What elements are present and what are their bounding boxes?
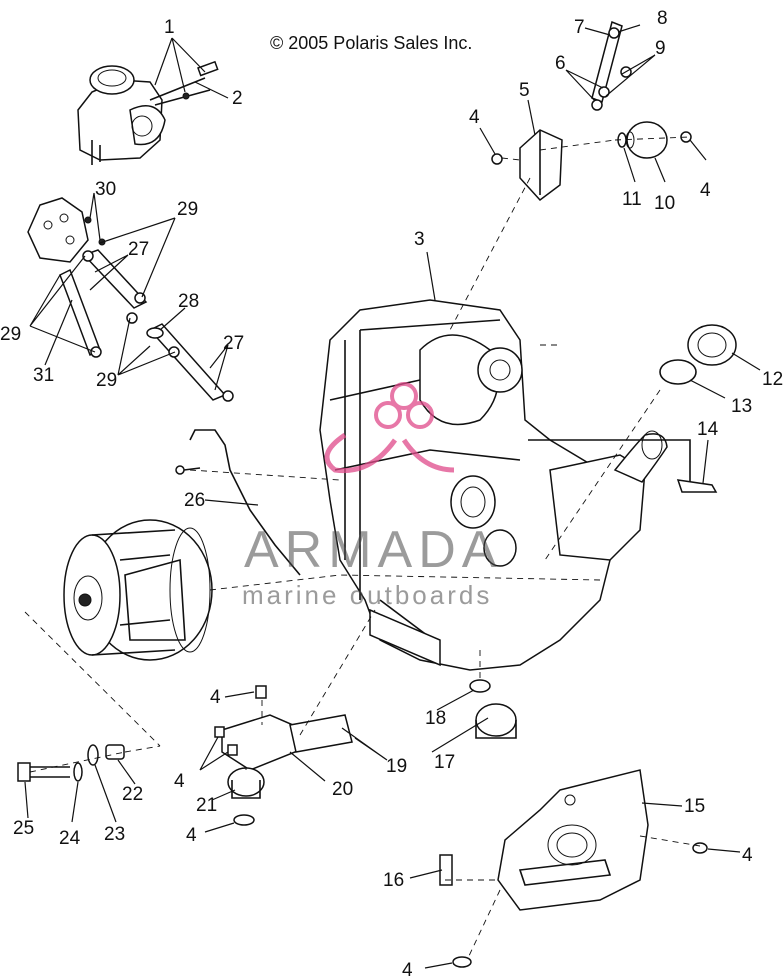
callout-5: 5 [519, 80, 530, 101]
callout-20: 20 [332, 779, 353, 800]
callout-29-left: 29 [0, 324, 21, 345]
callout-21: 21 [196, 795, 217, 816]
watermark-title: ARMADA [244, 521, 502, 579]
callout-13: 13 [731, 396, 752, 417]
carburetor-drawing [77, 60, 219, 165]
watermark-logo [324, 382, 455, 474]
callout-7: 7 [574, 17, 585, 38]
callout-4-mount-left: 4 [174, 771, 185, 792]
bolt-washer-drawing [17, 744, 125, 782]
callout-4-mount: 4 [210, 687, 221, 708]
callout-10: 10 [654, 193, 675, 214]
callout-28: 28 [178, 291, 199, 312]
callout-23: 23 [104, 824, 125, 845]
copyright-text: © 2005 Polaris Sales Inc. [270, 33, 472, 53]
callout-27-bottom: 27 [223, 333, 244, 354]
callout-25: 25 [13, 818, 34, 839]
callout-14: 14 [697, 419, 719, 440]
watermark-subtitle: marine outboards [242, 580, 492, 610]
callout-4-top: 4 [469, 107, 480, 128]
breather-tube-drawing [175, 429, 301, 576]
mounting-plate-drawing [439, 769, 708, 968]
callout-12: 12 [762, 369, 783, 390]
engine-drawing [319, 299, 718, 671]
callout-11: 11 [622, 189, 642, 210]
callout-26: 26 [184, 490, 205, 511]
callout-30: 30 [95, 179, 116, 200]
assembly-lines [24, 136, 701, 959]
callouts: 1 2 3 4 4 4 4 4 4 4 5 6 7 8 9 10 11 12 1… [0, 8, 783, 977]
engine-mount-bottom-drawing [469, 679, 517, 739]
callout-8: 8 [657, 8, 668, 29]
callout-9: 9 [655, 38, 666, 59]
leader-lines [24, 24, 761, 969]
callout-15: 15 [684, 796, 705, 817]
callout-6: 6 [555, 53, 566, 74]
callout-27-top: 27 [128, 239, 149, 260]
clutch-drawing [63, 519, 213, 661]
callout-4-bottom: 4 [402, 960, 413, 977]
callout-31: 31 [33, 365, 54, 386]
callout-29-top: 29 [177, 199, 198, 220]
callout-4-mount-bottom: 4 [186, 825, 197, 846]
callout-17: 17 [434, 752, 455, 773]
callout-1: 1 [164, 17, 175, 38]
callout-16: 16 [383, 870, 404, 891]
callout-19: 19 [386, 756, 407, 777]
callout-22: 22 [122, 784, 143, 805]
callout-4-plate: 4 [742, 845, 753, 866]
boot-clamp-drawing [659, 324, 737, 385]
callout-3: 3 [414, 229, 425, 250]
callout-18: 18 [425, 708, 446, 729]
callout-24: 24 [59, 828, 81, 849]
callout-2: 2 [232, 88, 243, 109]
engine-mount-top-drawing [491, 20, 692, 202]
callout-29-bottom: 29 [96, 370, 117, 391]
lower-mount-drawing [214, 685, 353, 826]
callout-4-right: 4 [700, 180, 711, 201]
